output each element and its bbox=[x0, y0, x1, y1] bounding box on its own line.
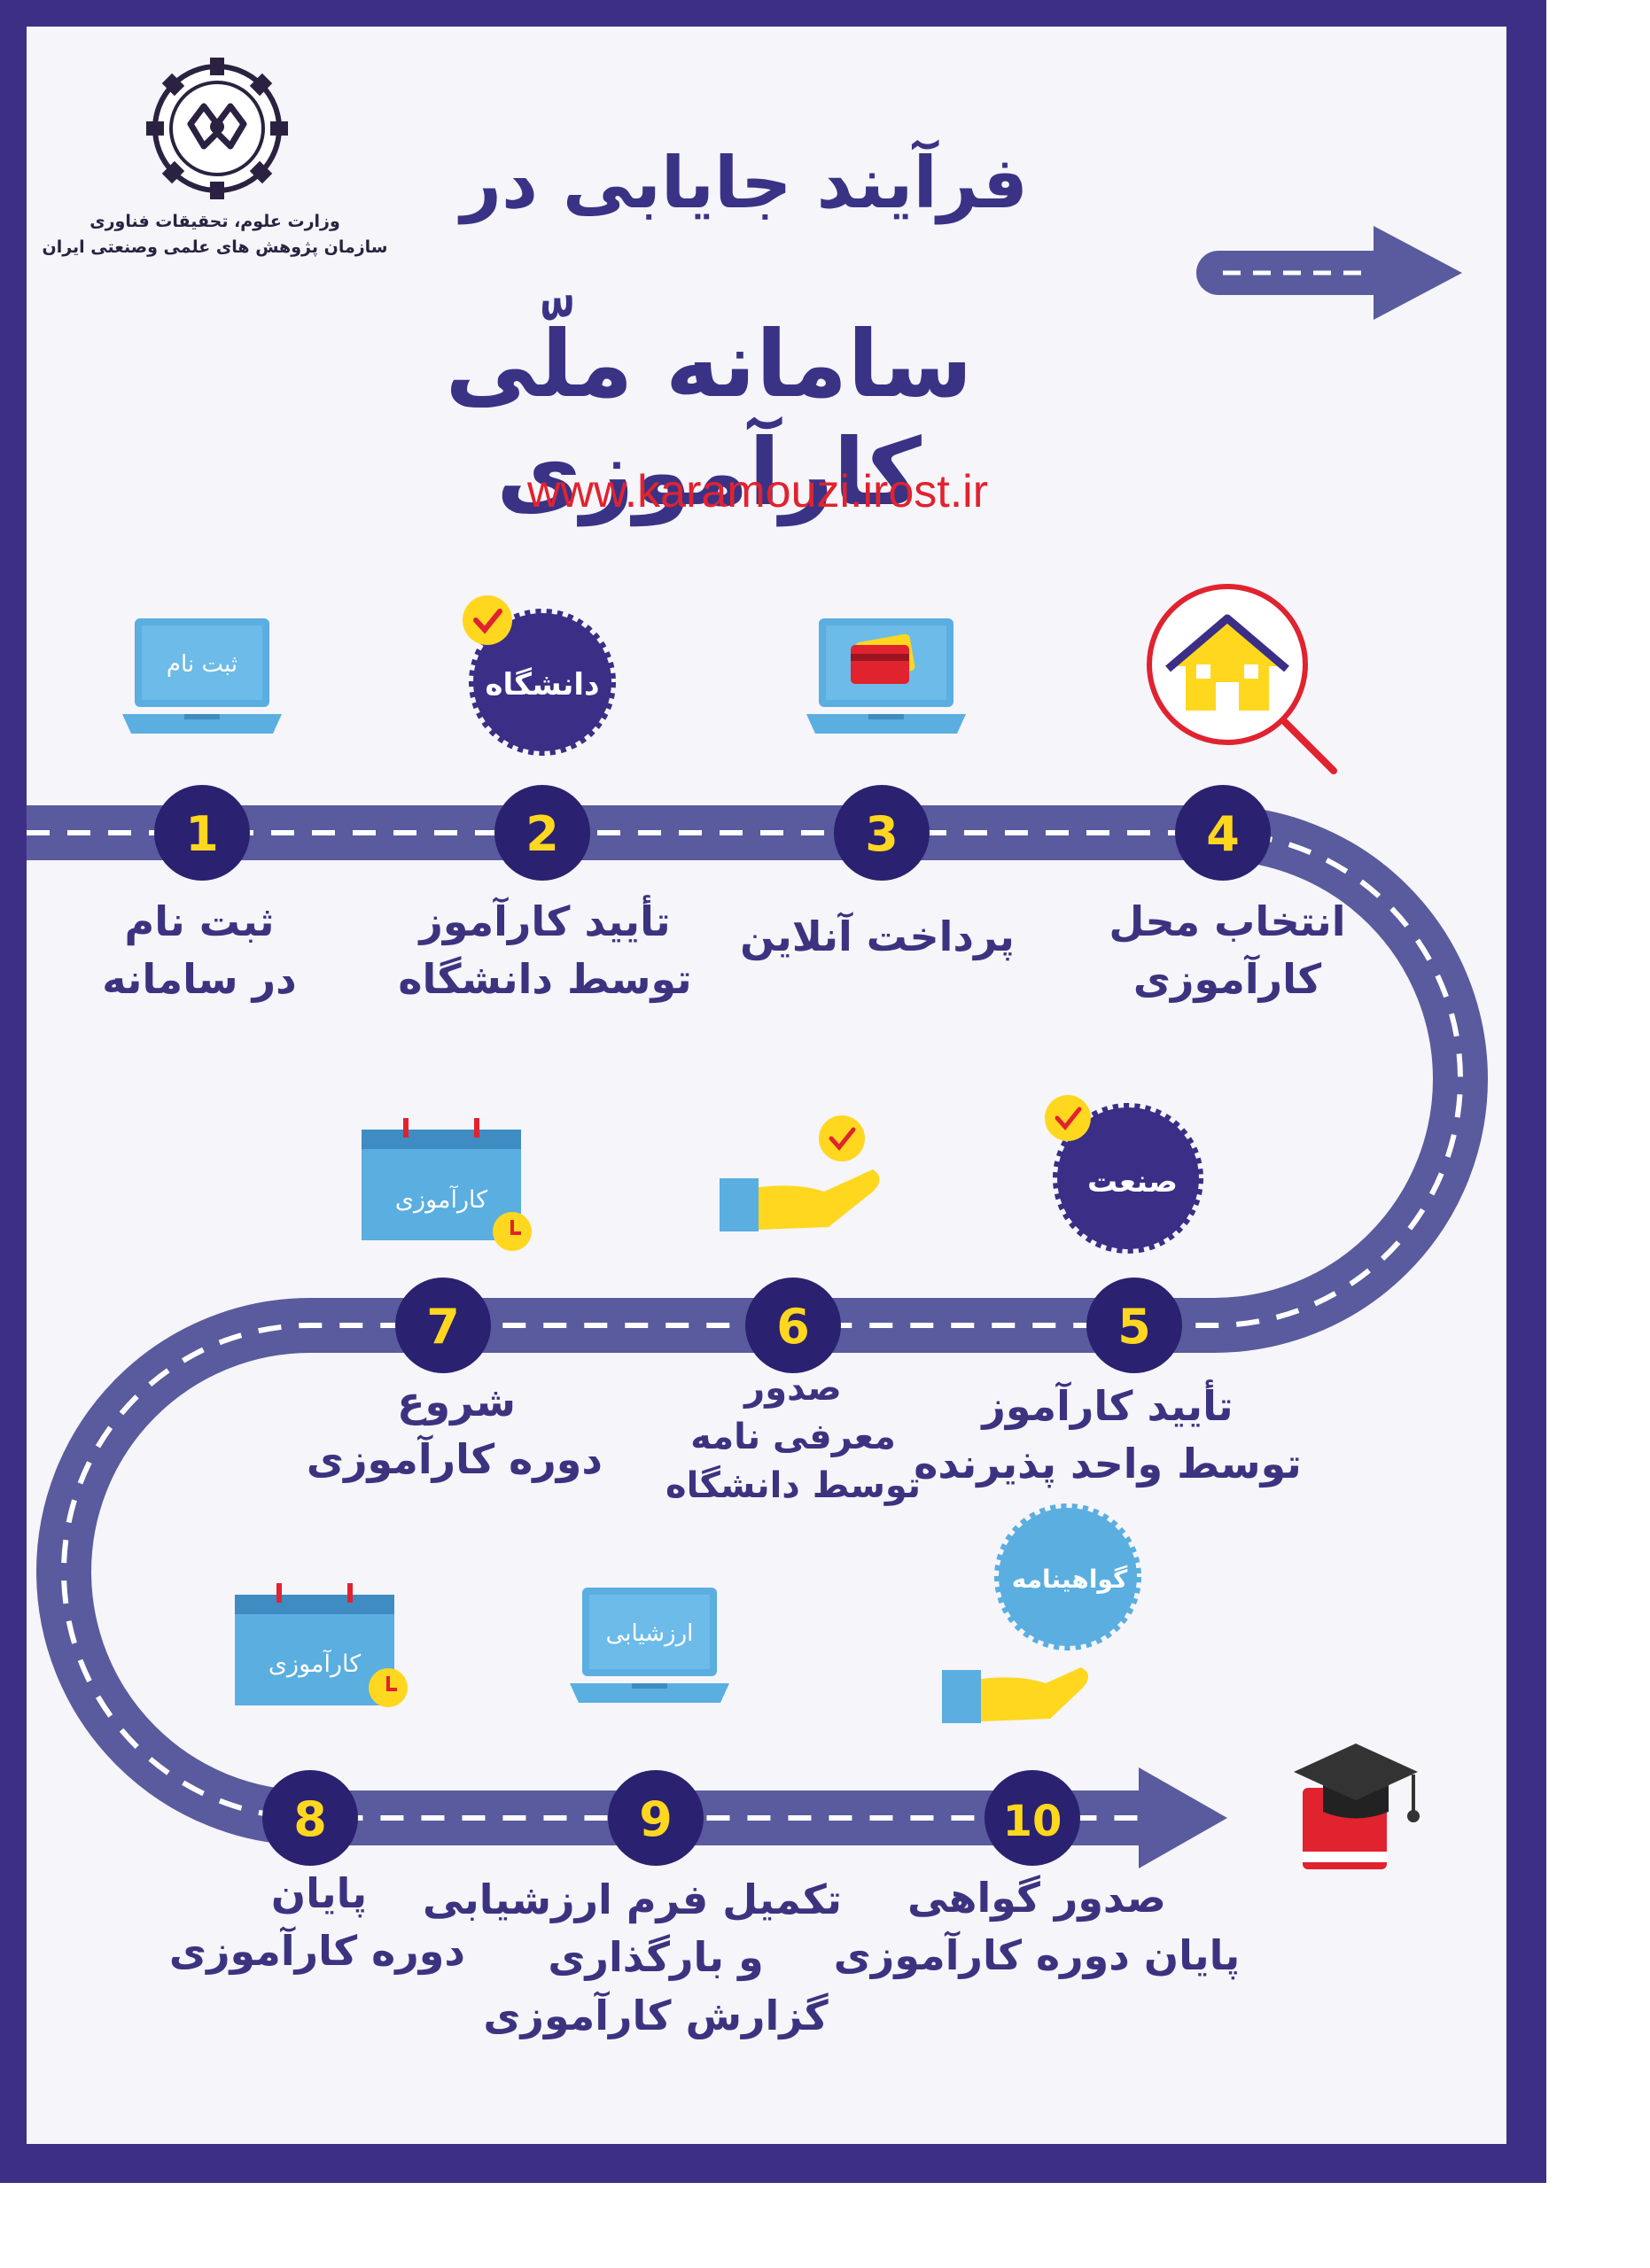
step-label-1: ثبت نام در سامانه bbox=[102, 897, 297, 1004]
svg-text:8: 8 bbox=[293, 1791, 327, 1847]
certificate-seal-hand-icon: گواهینامه bbox=[942, 1503, 1141, 1723]
step-label-5: تأیید کارآموز توسط واحد پذیرنده bbox=[914, 1382, 1302, 1488]
svg-text:9: 9 bbox=[639, 1791, 673, 1847]
svg-text:گواهینامه: گواهینامه bbox=[1012, 1565, 1128, 1594]
svg-text:1: 1 bbox=[185, 806, 219, 862]
svg-text:7: 7 bbox=[426, 1299, 460, 1355]
svg-text:دانشگاه: دانشگاه bbox=[485, 667, 599, 703]
step-label-6: صدور معرفی نامه توسط دانشگاه bbox=[665, 1368, 922, 1507]
step-badge-2: 2 bbox=[494, 785, 590, 881]
road-end-arrow bbox=[1139, 1767, 1227, 1868]
step-badge-9: 9 bbox=[608, 1770, 704, 1866]
university-seal-icon: دانشگاه bbox=[463, 595, 616, 756]
organization-name: وزارت علوم، تحقیقات فناوری سازمان پژوهش … bbox=[35, 209, 394, 261]
org-line-1: وزارت علوم، تحقیقات فناوری bbox=[90, 212, 340, 231]
step-label-8: پایان دوره کارآموزی bbox=[168, 1869, 465, 1976]
svg-text:صنعت: صنعت bbox=[1087, 1164, 1178, 1200]
step-badge-6: 6 bbox=[745, 1278, 841, 1373]
svg-text:کارآموزی: کارآموزی bbox=[269, 1650, 361, 1678]
calendar-end-icon: کارآموزی bbox=[235, 1583, 408, 1707]
svg-text:ارزشیابی: ارزشیابی bbox=[606, 1620, 694, 1647]
svg-text:6: 6 bbox=[776, 1299, 810, 1355]
step-label-10: صدور گواهی پایان دوره کارآموزی bbox=[833, 1874, 1241, 1980]
step-badge-8: 8 bbox=[262, 1770, 358, 1866]
svg-text:4: 4 bbox=[1206, 806, 1240, 862]
step-badge-7: 7 bbox=[395, 1278, 491, 1373]
org-line-2: سازمان پژوهش های علمی وصنعتی ایران bbox=[42, 237, 388, 258]
step-badges: 1 2 3 4 5 6 7 8 9 10 bbox=[154, 785, 1271, 1866]
industry-seal-icon: صنعت bbox=[1045, 1095, 1203, 1254]
step-badge-4: 4 bbox=[1175, 785, 1271, 881]
laptop-evaluation-icon: ارزشیابی bbox=[570, 1588, 729, 1703]
step-badge-1: 1 bbox=[154, 785, 250, 881]
step-badge-3: 3 bbox=[834, 785, 930, 881]
svg-text:کارآموزی: کارآموزی bbox=[395, 1185, 487, 1214]
step-badge-5: 5 bbox=[1086, 1278, 1182, 1373]
svg-text:5: 5 bbox=[1117, 1299, 1151, 1355]
website-link[interactable]: www.karamouzi.irost.ir bbox=[526, 466, 989, 517]
header-arrow-icon bbox=[1196, 226, 1462, 320]
step-label-7: شروع دوره کارآموزی bbox=[306, 1378, 603, 1484]
online-payment-laptop-icon bbox=[806, 618, 966, 734]
svg-text:10: 10 bbox=[1003, 1797, 1062, 1846]
step-badge-10: 10 bbox=[985, 1770, 1080, 1866]
search-location-icon bbox=[1147, 584, 1337, 774]
step-label-4: انتخاب محل کارآموزی bbox=[1109, 897, 1346, 1004]
svg-text:3: 3 bbox=[865, 806, 899, 862]
ministry-logo-icon bbox=[146, 58, 288, 199]
svg-text:ثبت نام: ثبت نام bbox=[167, 651, 237, 678]
page-title-line-2: سامانه ملّی کارآموزی bbox=[445, 310, 973, 526]
step-label-2: تأیید کارآموز توسط دانشگاه bbox=[398, 897, 692, 1004]
svg-text:2: 2 bbox=[525, 806, 559, 862]
step-label-3: پرداخت آنلاین bbox=[740, 913, 1015, 960]
graduation-book-icon bbox=[1294, 1744, 1420, 1869]
page-title-line-1: فرآیند جایابی در bbox=[460, 142, 1029, 224]
laptop-register-icon: ثبت نام bbox=[122, 618, 282, 734]
calendar-start-icon: کارآموزی bbox=[362, 1118, 532, 1251]
referral-letter-hand-icon bbox=[720, 1115, 880, 1231]
step-label-9: تکمیل فرم ارزشیابی و بارگذاری گزارش کارآ… bbox=[422, 1876, 842, 2039]
